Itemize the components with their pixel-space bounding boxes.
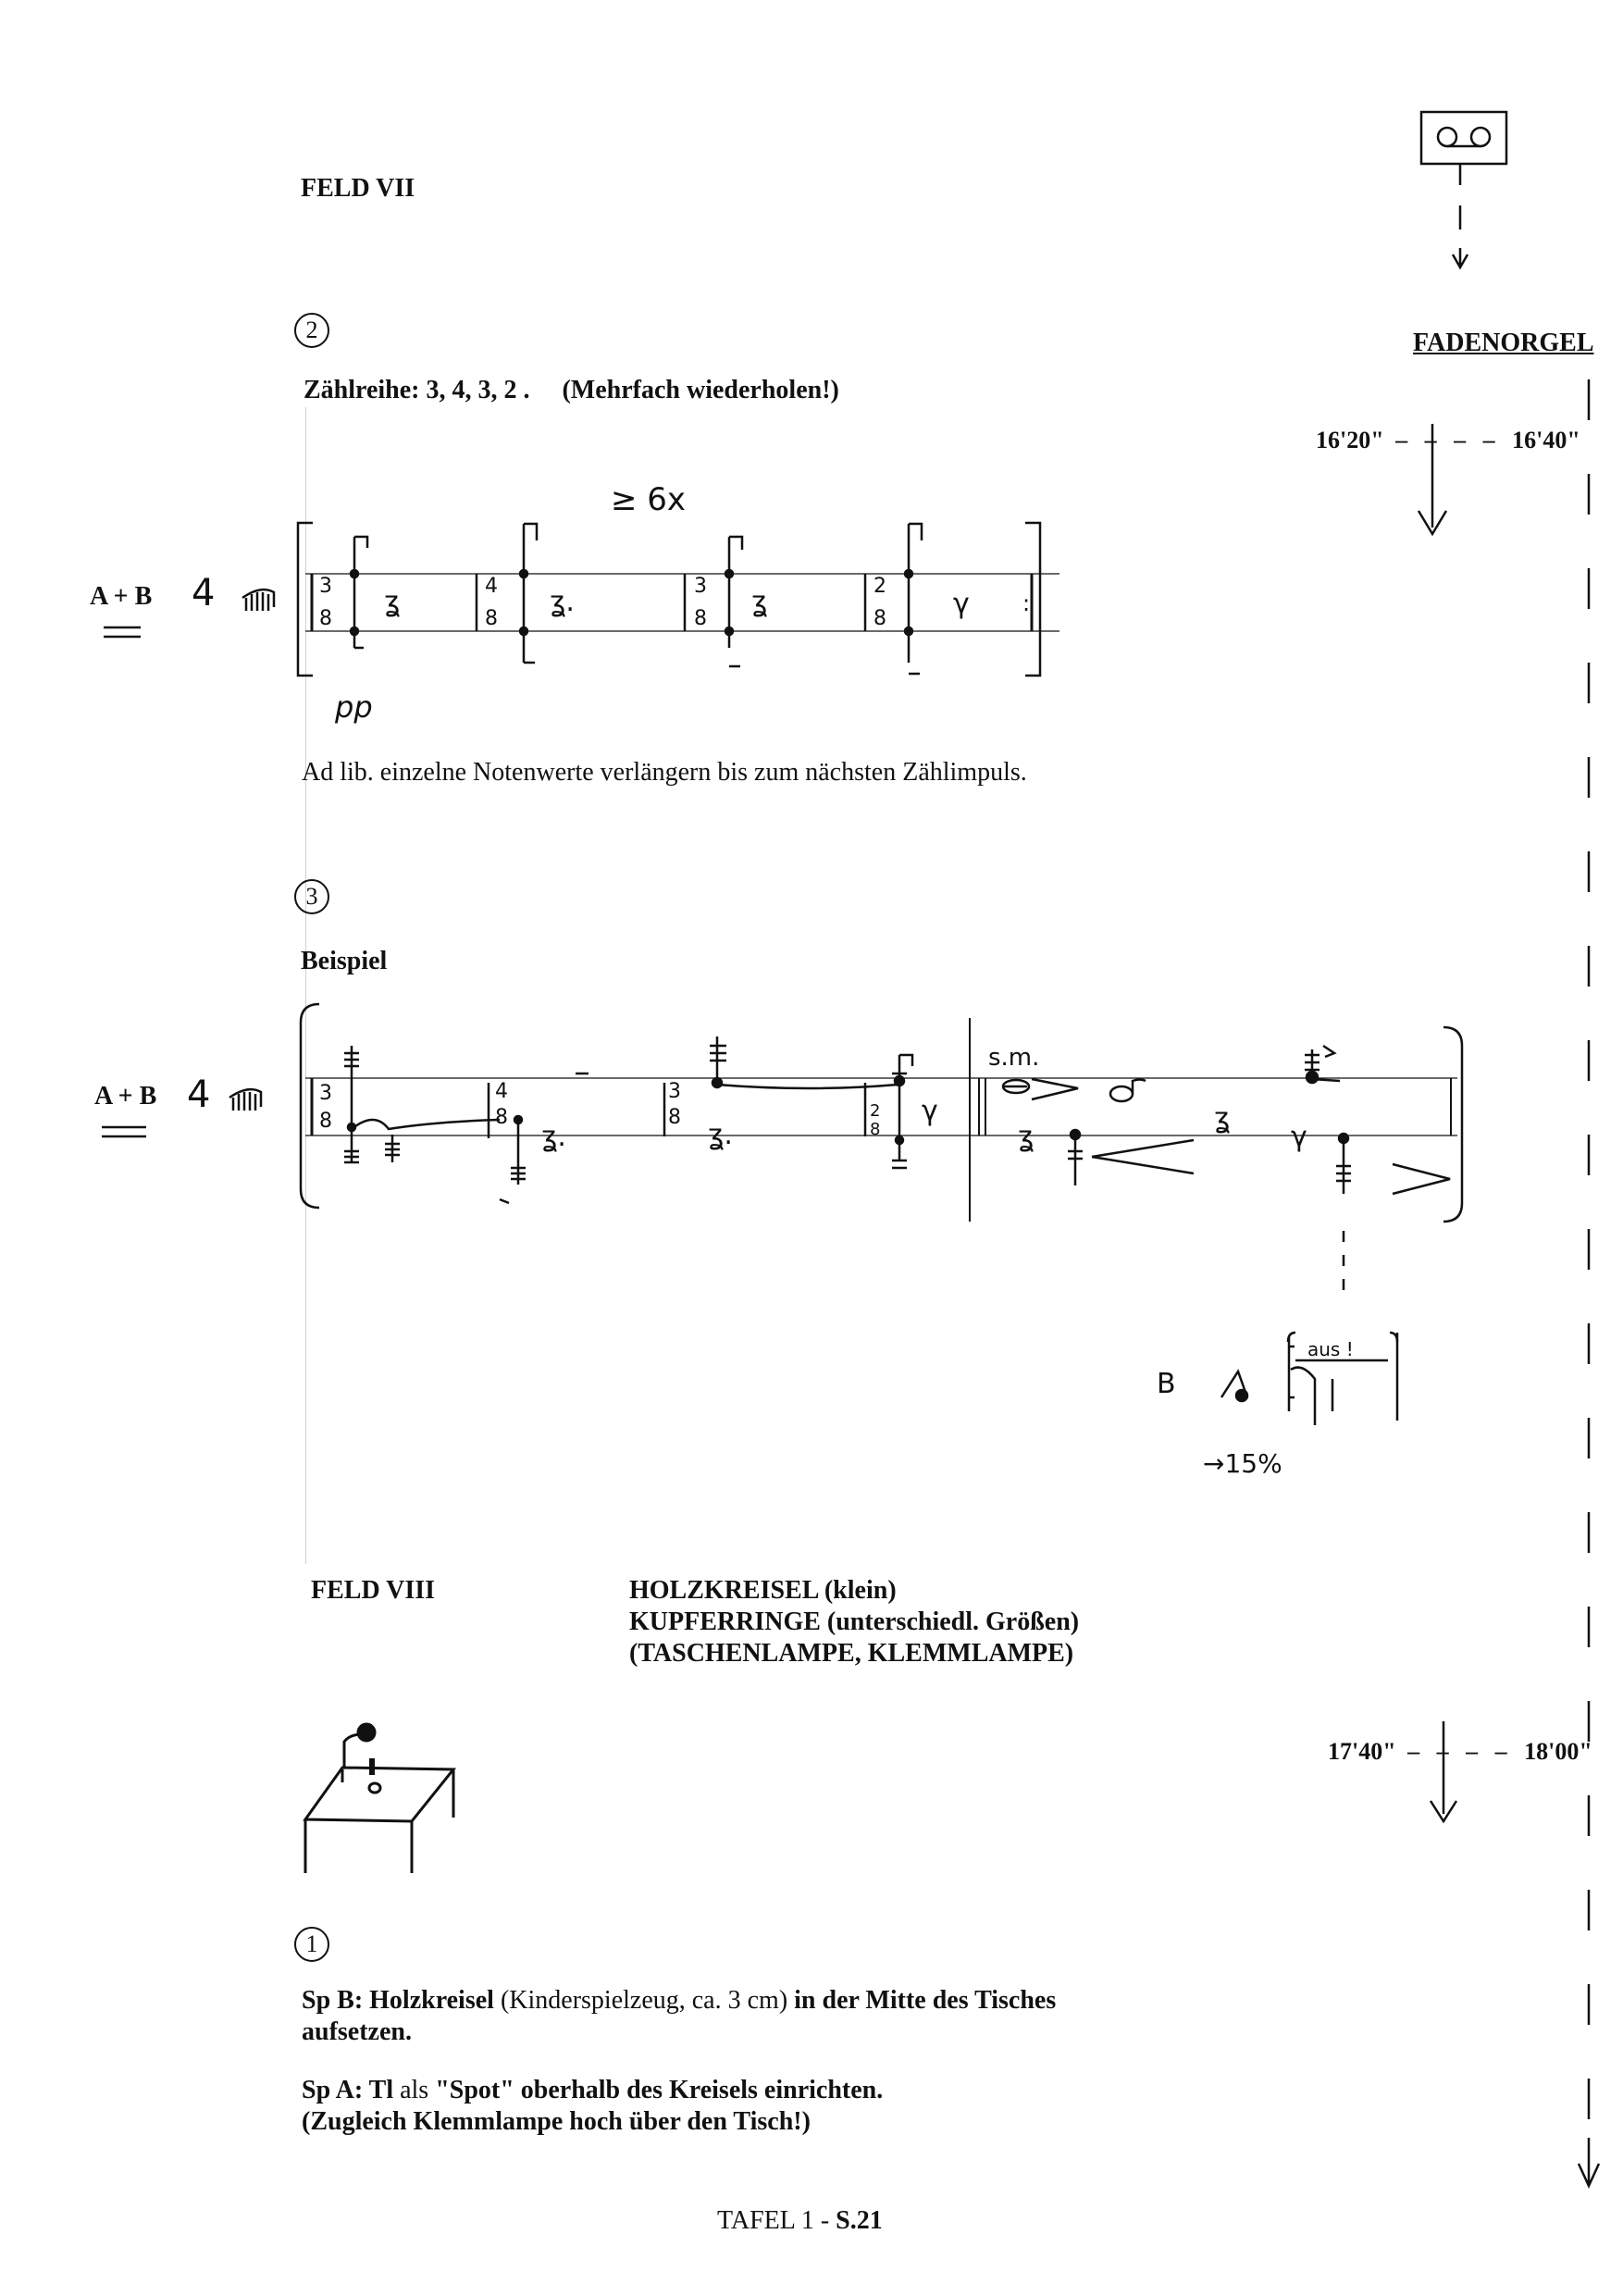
time-range-2: 17'40" – – – – 18'00" xyxy=(1328,1738,1592,1765)
repeat-note: (Mehrfach wiederholen!) xyxy=(562,376,839,404)
svg-text:8: 8 xyxy=(694,607,707,630)
instrument-line-1: HOLZKREISEL (klein) xyxy=(629,1576,897,1605)
player-b-line-1: Sp B: Holzkreisel (Kinderspielzeug, ca. … xyxy=(302,1986,1057,2015)
player-a-line-2: (Zugleich Klemmlampe hoch über den Tisch… xyxy=(302,2107,811,2136)
svg-text::: : xyxy=(1022,590,1030,616)
svg-text:8: 8 xyxy=(873,607,886,630)
svg-text:ʓ: ʓ xyxy=(751,586,767,618)
svg-text:3: 3 xyxy=(319,1082,332,1105)
player-b-line-2: aufsetzen. xyxy=(302,2017,412,2046)
players-label-2: A + B xyxy=(94,1082,157,1111)
instruction-player-b: Sp B: Holzkreisel (Kinderspielzeug, ca. … xyxy=(302,1985,1134,2048)
feld8-title: FELD VIII xyxy=(311,1576,436,1605)
footer-prefix: TAFEL 1 - xyxy=(717,2206,836,2235)
svg-text:8: 8 xyxy=(319,1110,332,1133)
light-player: B xyxy=(1157,1368,1176,1400)
svg-text:ʓ: ʓ xyxy=(384,586,400,618)
count-row-label: Zählreihe: 3, 4, 3, 2 . xyxy=(304,376,530,404)
dynamics-pp: pp xyxy=(335,689,373,725)
tape-label: FADENORGEL xyxy=(1413,329,1594,357)
repeat-mark: ≥ 6x xyxy=(611,481,687,518)
section-1-number: 1 xyxy=(294,1927,329,1962)
feld8-instruments: HOLZKREISEL (klein) KUPFERRINGE (untersc… xyxy=(629,1575,1079,1669)
svg-text:3: 3 xyxy=(668,1080,681,1103)
svg-text:8: 8 xyxy=(668,1106,681,1129)
svg-text:8: 8 xyxy=(319,607,332,630)
light-off-note: aus ! xyxy=(1307,1338,1354,1360)
time-range-1: 16'20" – – – – 16'40" xyxy=(1316,427,1580,453)
example-label: Beispiel xyxy=(301,947,388,975)
time-range-2-start: 17'40" xyxy=(1328,1738,1396,1765)
svg-text:ʓ.: ʓ. xyxy=(541,1121,566,1153)
time-range-2-end: 18'00" xyxy=(1524,1738,1592,1765)
svg-text:8: 8 xyxy=(495,1106,508,1129)
feld7-title: FELD VII xyxy=(301,174,415,203)
time-range-1-start: 16'20" xyxy=(1316,427,1384,453)
player-a-line-1: Sp A: Tl als "Spot" oberhalb des Kreisel… xyxy=(302,2076,884,2104)
section-2-number: 2 xyxy=(294,313,329,348)
svg-text:8: 8 xyxy=(870,1120,880,1139)
svg-text:ʓ.: ʓ. xyxy=(550,586,575,618)
svg-text:4: 4 xyxy=(495,1080,508,1103)
svg-text:ʓ: ʓ xyxy=(1018,1121,1034,1153)
svg-text:γ: γ xyxy=(1291,1121,1307,1153)
instruction-player-a: Sp A: Tl als "Spot" oberhalb des Kreisel… xyxy=(302,2075,1134,2138)
svg-text:3: 3 xyxy=(319,575,332,598)
svg-text:4: 4 xyxy=(485,575,498,598)
svg-text:2: 2 xyxy=(870,1101,880,1121)
instrument-count-2: 4 xyxy=(187,1074,211,1116)
count-row: Zählreihe: 3, 4, 3, 2 . (Mehrfach wieder… xyxy=(304,375,839,406)
instrument-line-2: KUPFERRINGE (unterschiedl. Größen) xyxy=(629,1607,1080,1636)
svg-text:ʓ.: ʓ. xyxy=(708,1119,733,1151)
svg-text:γ: γ xyxy=(922,1095,938,1127)
light-level: →15% xyxy=(1203,1448,1282,1479)
svg-text:ʓ: ʓ xyxy=(1214,1102,1230,1135)
simile-mark: s.m. xyxy=(988,1044,1040,1072)
instrument-count-1: 4 xyxy=(192,572,216,614)
svg-text:γ: γ xyxy=(953,588,970,620)
page-footer: TAFEL 1 - S.21 xyxy=(717,2205,883,2237)
instruction-text: Ad lib. einzelne Notenwerte verlängern b… xyxy=(302,758,1027,787)
svg-text:3: 3 xyxy=(694,575,707,598)
section-3-number: 3 xyxy=(294,879,329,914)
svg-text:2: 2 xyxy=(873,575,886,598)
time-range-1-end: 16'40" xyxy=(1512,427,1580,453)
margin-rule xyxy=(305,407,306,1564)
instrument-line-3: (TASCHENLAMPE, KLEMMLAMPE) xyxy=(629,1639,1074,1668)
page-number: S.21 xyxy=(836,2206,883,2235)
players-label-1: A + B xyxy=(90,582,153,611)
svg-text:8: 8 xyxy=(485,607,498,630)
